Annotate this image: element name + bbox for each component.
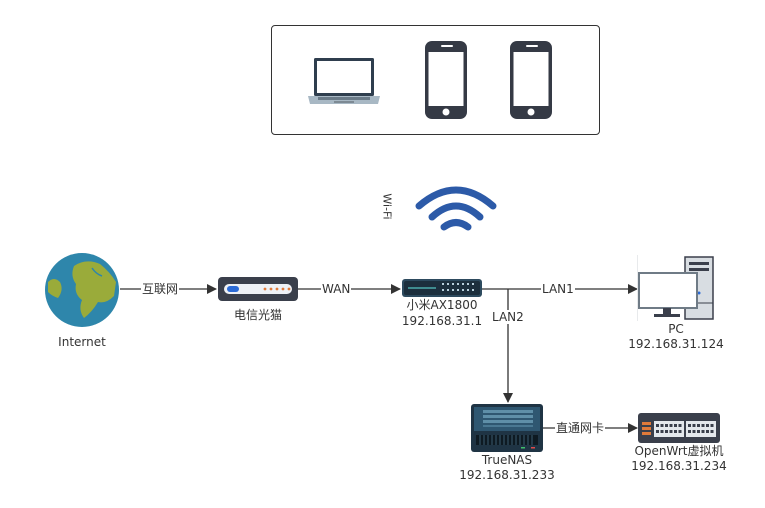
wifi-label: Wi-Fi bbox=[380, 193, 394, 220]
pc-name: PC bbox=[668, 322, 684, 336]
router-name: 小米AX1800 bbox=[406, 298, 478, 312]
phone-icon bbox=[510, 41, 552, 119]
wireless-clients-group bbox=[271, 25, 600, 135]
nas-server-icon bbox=[471, 404, 543, 452]
edge-label-lan1: LAN1 bbox=[541, 282, 575, 296]
truenas-name: TrueNAS bbox=[481, 453, 533, 467]
router-ip: 192.168.31.1 bbox=[401, 314, 483, 328]
edge-label-internet: 互联网 bbox=[141, 282, 180, 296]
internet-label: Internet bbox=[58, 335, 106, 349]
truenas-ip: 192.168.31.233 bbox=[459, 468, 555, 482]
globe-icon bbox=[45, 253, 119, 327]
pc-ip: 192.168.31.124 bbox=[628, 337, 724, 351]
wifi-icon bbox=[415, 186, 497, 231]
openwrt-name: OpenWrt虚拟机 bbox=[634, 444, 724, 458]
desktop-pc-icon bbox=[637, 255, 714, 321]
edge-label-passthrough: 直通网卡 bbox=[555, 421, 606, 435]
phone-icon bbox=[425, 41, 467, 119]
openwrt-ip: 192.168.31.234 bbox=[631, 459, 727, 473]
modem-label: 电信光猫 bbox=[233, 308, 282, 322]
laptop-icon bbox=[308, 58, 380, 104]
edge-label-wan: WAN bbox=[321, 282, 352, 296]
edge-label-lan2: LAN2 bbox=[491, 310, 525, 324]
router-icon bbox=[402, 279, 482, 297]
switch-icon bbox=[638, 413, 720, 443]
modem-icon bbox=[218, 277, 298, 301]
